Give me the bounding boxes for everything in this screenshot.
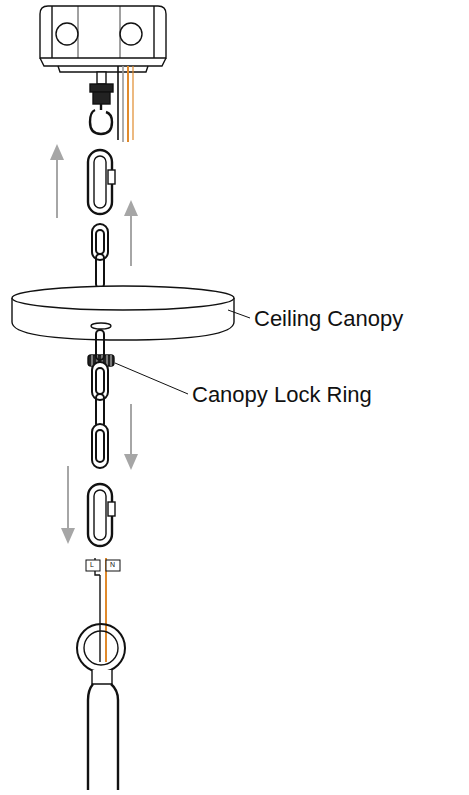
ceiling-canopy xyxy=(12,286,234,340)
hook-assembly xyxy=(90,72,113,134)
junction-box xyxy=(40,6,166,72)
fixture-wires xyxy=(86,558,120,662)
leader-lines xyxy=(115,310,250,394)
chain xyxy=(92,330,108,468)
chain xyxy=(92,224,108,288)
terminal-label: L xyxy=(89,561,95,568)
quick-link xyxy=(88,484,115,546)
quick-link xyxy=(88,150,115,214)
direction-arrows xyxy=(50,144,138,544)
fixture-loop xyxy=(77,624,125,790)
part-label: Canopy Lock Ring xyxy=(192,384,372,406)
supply-wires xyxy=(118,66,133,142)
terminal-label: N xyxy=(109,561,116,568)
part-label: Ceiling Canopy xyxy=(254,308,403,330)
